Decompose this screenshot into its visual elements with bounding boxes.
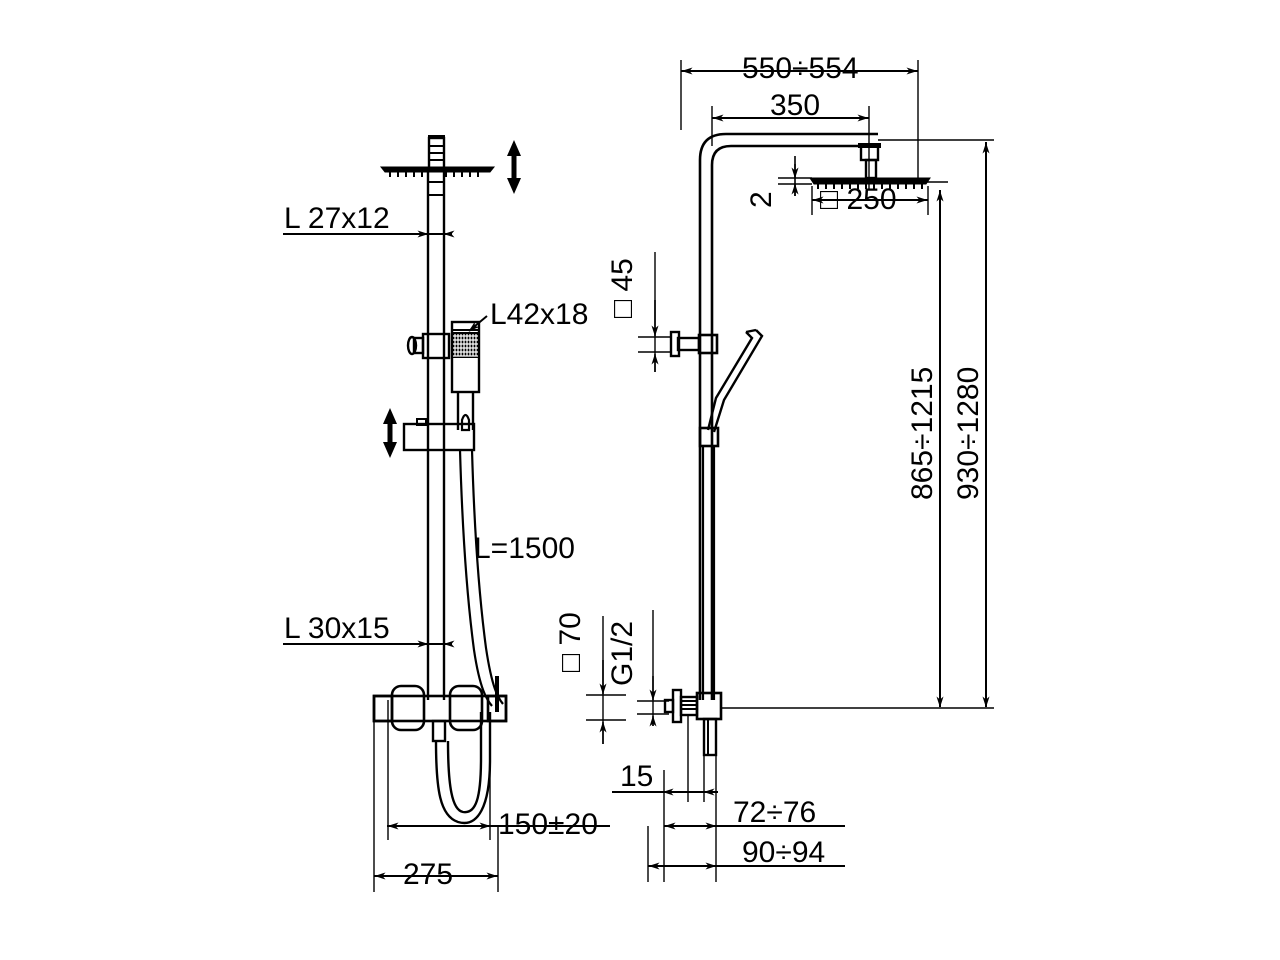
riser-top-fitting <box>427 135 446 170</box>
riser-slider-bracket-front <box>402 418 476 452</box>
shower-hose-front <box>458 449 504 707</box>
label-overall-width: 275 <box>403 858 453 891</box>
label-height-head: 865÷1215 <box>906 367 939 500</box>
handshower-bracket-front <box>406 332 451 360</box>
label-inlet-thread: G1/2 <box>606 621 639 686</box>
front-view-dimensions <box>283 140 610 892</box>
riser-tube-front <box>426 168 446 700</box>
shower-hose-side <box>701 446 716 700</box>
label-lower-rail-profile: L 30x15 <box>284 612 390 645</box>
label-handshower-profile: L42x18 <box>490 298 588 331</box>
wall-inlet-mixer-side <box>663 688 723 757</box>
label-depth-inner: 72÷76 <box>733 796 816 829</box>
hose-clip-side <box>698 426 720 448</box>
label-bracket-size: □ 45 <box>606 258 639 318</box>
label-head-thickness: 2 <box>745 191 778 208</box>
handshower-bracket-side <box>669 330 719 358</box>
dimension-labels: L 27x12 L42x18 L=1500 L 30x15 150±20 275… <box>284 52 985 891</box>
label-arm-reach: 350 <box>770 89 820 122</box>
hand-shower-front <box>450 320 481 432</box>
side-view-geometry <box>663 132 931 757</box>
overhead-shower-head-front <box>379 166 496 177</box>
label-overall-depth: 550÷554 <box>742 52 859 85</box>
label-hose-length: L=1500 <box>474 532 575 565</box>
label-depth-outer: 90÷94 <box>742 836 825 869</box>
slider-adjust-arrow <box>383 408 397 458</box>
thermostatic-mixer-front <box>372 676 508 825</box>
front-view-geometry <box>372 135 508 825</box>
label-spout-projection: 150±20 <box>498 808 598 841</box>
label-inlet-size: □ 70 <box>554 612 587 672</box>
label-height-arm: 930÷1280 <box>952 367 985 500</box>
label-wall-offset: 15 <box>620 760 653 793</box>
hand-shower-side <box>706 328 764 433</box>
label-head-size: □ 250 <box>820 183 897 216</box>
shower-arm-side <box>698 132 878 700</box>
head-adjust-arrow <box>507 140 521 194</box>
label-rail-profile: L 27x12 <box>284 202 390 235</box>
side-view-dimensions <box>586 60 994 882</box>
